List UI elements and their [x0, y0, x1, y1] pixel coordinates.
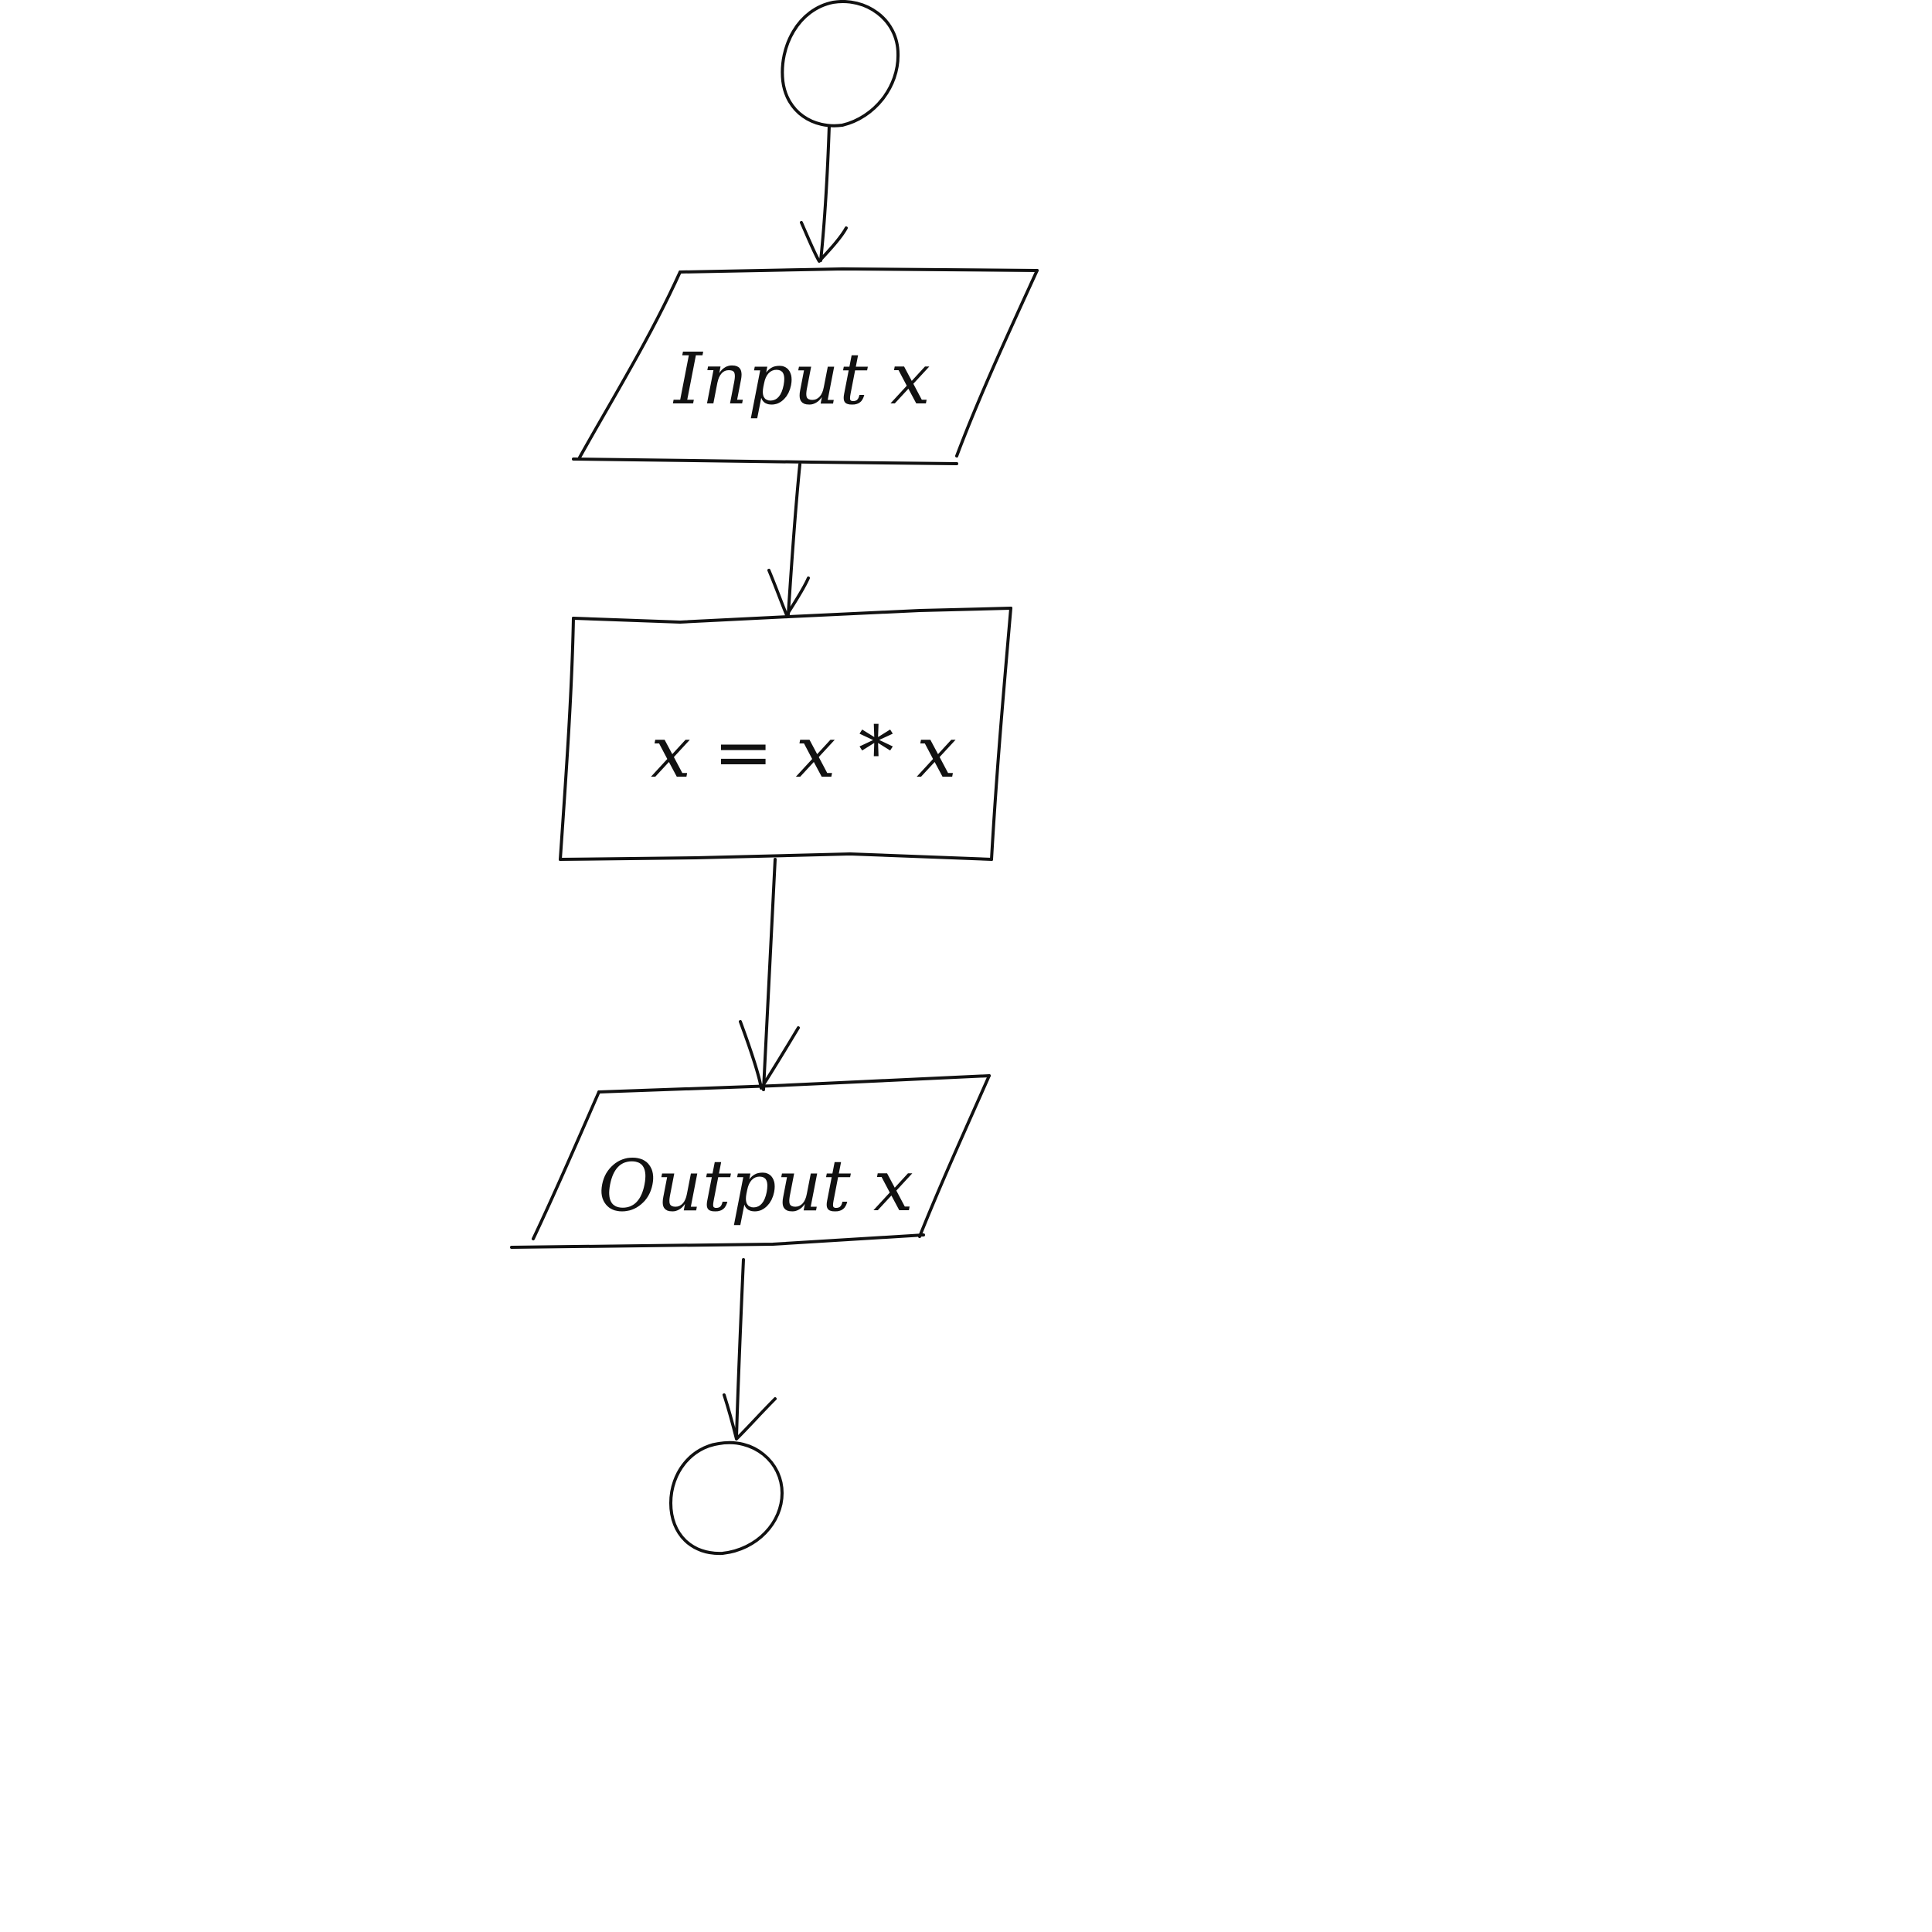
process-node-label: x = x * x — [651, 711, 957, 794]
end-node — [669, 1440, 784, 1556]
output-node: Output x — [510, 1074, 991, 1249]
process-node: x = x * x — [559, 607, 1012, 861]
output-node-label: Output x — [598, 1145, 913, 1227]
input-node: Input x — [572, 267, 1039, 465]
edge-input-to-process — [767, 463, 810, 617]
edge-process-to-output — [739, 858, 800, 1091]
input-node-label: Input x — [672, 338, 930, 420]
edge-start-to-input — [800, 124, 848, 263]
start-node — [781, 0, 900, 128]
edge-output-to-end — [723, 1258, 777, 1440]
